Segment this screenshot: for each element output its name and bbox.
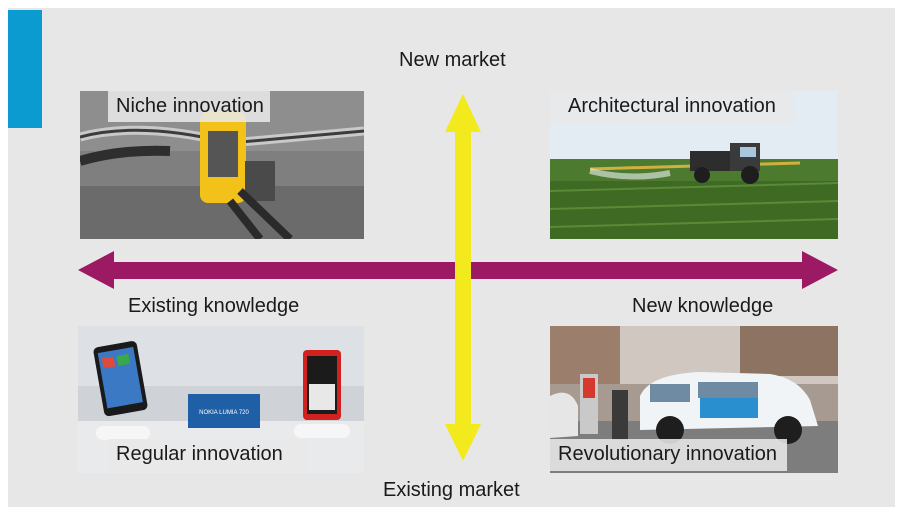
axes-arrows	[78, 94, 838, 461]
label-existing-knowledge: Existing knowledge	[128, 295, 300, 317]
photo-regular-innovation: NOKIA LUMIA 720 Regular innovation	[78, 326, 364, 473]
caption-architectural-innovation: Architectural innovation	[550, 91, 794, 124]
label-existing-market: Existing market	[383, 479, 520, 501]
market-axis-arrow	[445, 94, 481, 461]
photo-architectural-innovation: Architectural innovation	[550, 91, 838, 239]
caption-niche-innovation: Niche innovation	[108, 91, 270, 122]
slide: Niche innovation Architectural innovatio…	[8, 8, 895, 507]
photo-revolutionary-innovation: Revolutionary innovation	[550, 326, 838, 473]
accent-bar	[8, 10, 42, 128]
label-new-market: New market	[399, 49, 506, 71]
photo-niche-innovation: Niche innovation	[80, 91, 364, 239]
nokia-sign-text: NOKIA LUMIA 720	[199, 410, 249, 416]
caption-revolutionary-innovation: Revolutionary innovation	[550, 439, 788, 471]
label-new-knowledge: New knowledge	[632, 295, 774, 317]
caption-regular-innovation: Regular innovation	[108, 439, 307, 471]
